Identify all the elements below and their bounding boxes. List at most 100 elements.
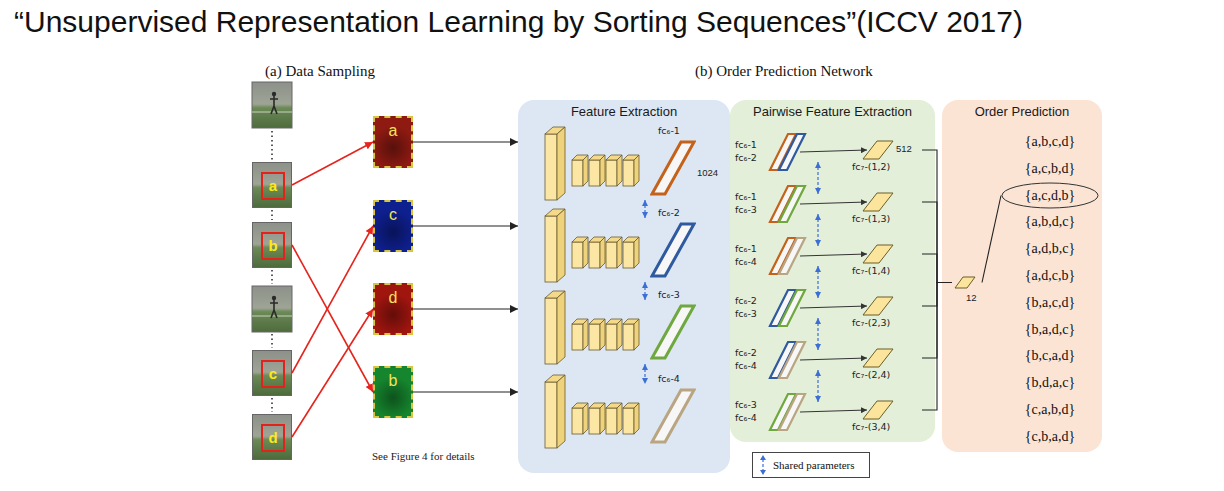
sampling-arrow [292,309,373,437]
text-holder: a [261,172,285,200]
connector-line [413,141,518,142]
text-holder: {a,c,b,d} [1005,160,1095,178]
layer-name: fc₆-2 [658,207,680,219]
text-holder: Pairwise Feature Extraction [730,104,935,120]
feature-vector [863,141,893,159]
connector-line [413,391,518,392]
text-holder: (b) Order Prediction Network [695,62,873,80]
shared-parameter-arrow [817,370,818,402]
order-label: {a,d,c,b} [1025,267,1075,285]
layer-name: fc₆-4 [658,373,680,385]
feature-link [800,150,867,412]
concatenated-features [770,342,796,378]
text-holder: fc₆-4 [735,412,757,424]
layer-name: fc₇-(2,4) [852,369,890,381]
ellipsis-dots [271,131,273,160]
concatenated-features [779,186,805,222]
text-holder: fc₆-2 [658,207,680,219]
cnn-stacks [545,375,639,448]
frame-letter: b [268,234,277,258]
text-holder: fc₆-4 [735,360,757,372]
output-layer: 12 [952,276,982,308]
text-holder: fc₇-(2,4) [852,369,890,381]
sampling-arrow [292,142,373,185]
frame-letter: a [269,174,277,198]
section-caption: (a) Data Sampling [265,62,375,80]
feature-vector [862,192,894,212]
layer-name: fc₇-(3,4) [852,421,890,433]
concatenated-features [770,134,796,170]
video-frame: a [252,162,292,208]
fc6-feature: fc₆-11024 [650,125,726,197]
connector-line [982,196,1001,283]
fc7-feature: fc₇-(1,4) [852,244,922,278]
connector-line [922,283,952,359]
layer-name: fc₆-3 [735,399,757,411]
concatenated-features [779,290,805,326]
text-holder: b [261,232,285,260]
layer-name: fc₇-(1,4) [852,265,890,277]
patch-letter: b [389,371,398,391]
text-holder: Order Prediction [942,104,1102,120]
text-holder: (a) Data Sampling [265,62,375,80]
feature-vector [650,222,696,278]
feature-vector [863,297,893,315]
concatenated-features [770,186,796,222]
order-label: {b,c,a,d} [1025,347,1075,365]
text-holder: {a,b,c,d} [1005,133,1095,151]
panel-heading: Pairwise Feature Extraction [753,104,912,120]
feature-vector [862,244,894,264]
feature-link [800,202,867,204]
connector-line [922,254,952,283]
layer-name: fc₆-1 [735,191,757,203]
text-holder: fc₆-1 [735,139,757,151]
concatenated-features [770,290,796,326]
feature-vector [863,193,893,211]
concatenated-features [779,342,805,378]
text-holder: fc₇-(2,3) [852,317,890,329]
frame-patch: c [373,200,413,252]
concatenated-features [779,134,805,170]
feature-link [800,358,867,360]
shared-parameter-arrow [645,162,818,402]
ellipsis-dots [271,270,273,284]
text-holder: {b,c,a,d} [1005,347,1095,365]
text-holder: {c,b,a,d} [1005,428,1095,446]
cnn-stacks [545,127,639,200]
concatenated-features [770,394,796,430]
layer-name: fc₆-4 [735,360,757,372]
plain-frames [252,286,292,332]
feature-vector [863,401,893,419]
text-holder: fc₆-1 [735,243,757,255]
feature-vector [862,140,894,160]
fc6-feature: fc₆-2 [650,207,726,279]
output-vector [955,277,975,288]
feature-vector [652,142,694,194]
layer-name: fc₆-2 [735,152,757,164]
order-label: {b,a,d,c} [1025,321,1075,339]
layer-name: fc₆-2 [735,347,757,359]
ellipsis-dots [271,334,273,348]
feature-vector [652,390,694,442]
fc7-feature: fc₇-(2,4) [852,348,922,382]
patch-letter: c [389,205,397,225]
connector-line [413,308,518,309]
feature-vector [862,348,894,368]
legend-box: Shared parameters [752,452,870,478]
fc7-feature: fc₇-(2,3) [852,296,922,330]
text-holder: {a,d,b,c} [1005,240,1095,258]
text-holder: c [375,205,411,225]
plain-frames [252,82,292,332]
connector-line [922,283,952,411]
connector-line [922,202,952,283]
text-holder: fc₆-4 [735,256,757,268]
title-block: “Unsupervised Representation Learning by… [14,4,1023,40]
ellipsis-dots [271,210,273,220]
shared-parameter-arrow [644,200,645,218]
text-holder: {a,d,c,b} [1005,267,1095,285]
text-holder: {a,b,d,c} [1005,213,1095,231]
text-holder: {a,c,d,b} [1001,182,1099,209]
panel-heading: Feature Extraction [571,104,677,120]
text-holder: fc₆-3 [735,204,757,216]
